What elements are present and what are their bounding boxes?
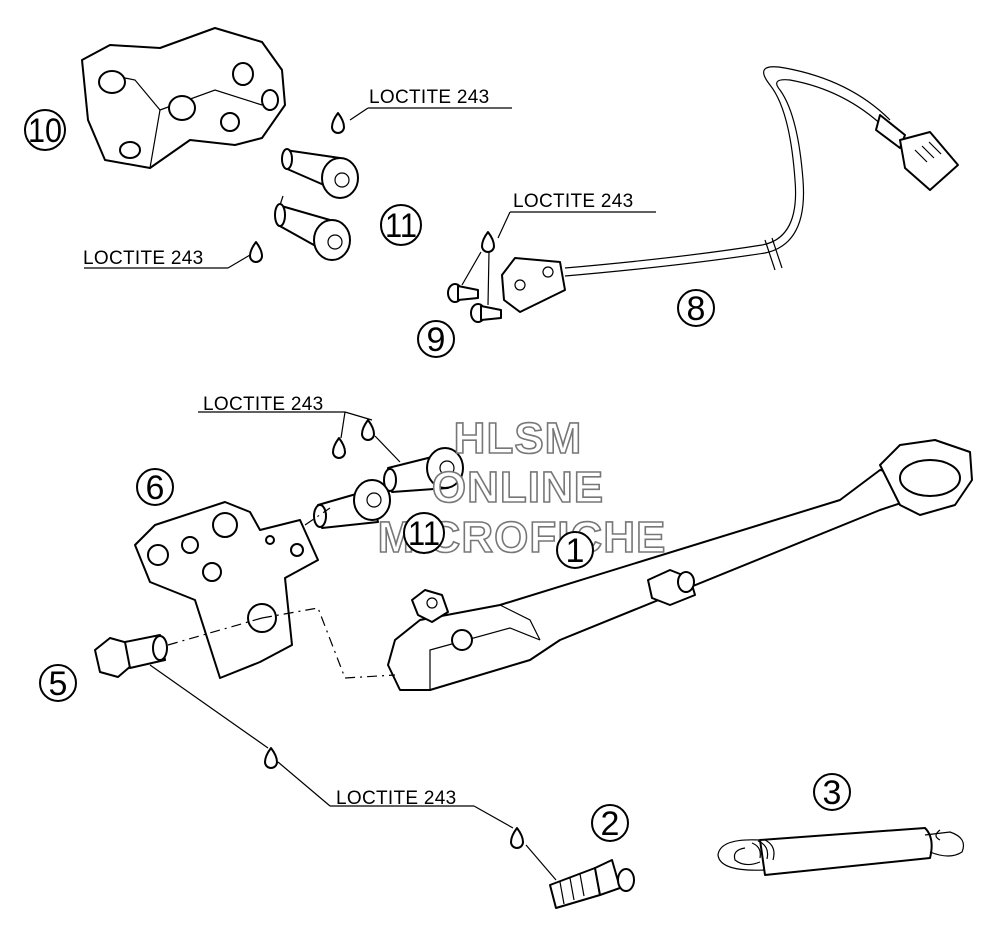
callouts: 1 2 3 5 6 8 9 10 bbox=[24, 109, 851, 843]
watermark-line-1: HLSM bbox=[454, 414, 583, 463]
loctite-label-2: LOCTITE 243 bbox=[83, 248, 204, 269]
part-8-switch bbox=[501, 66, 959, 313]
svg-text:8: 8 bbox=[687, 290, 706, 328]
part-11-bolts-middle bbox=[313, 447, 464, 529]
part-9-screws bbox=[447, 251, 502, 323]
part-3-spring bbox=[717, 827, 965, 876]
callout-9: 9 bbox=[417, 320, 455, 359]
loctite-label-3: LOCTITE 243 bbox=[513, 191, 634, 212]
part-5-pivot-bolt bbox=[94, 634, 168, 678]
svg-text:6: 6 bbox=[146, 469, 165, 507]
loctite-labels: LOCTITE 243 LOCTITE 243 LOCTITE 243 LOCT… bbox=[83, 87, 634, 809]
svg-text:1: 1 bbox=[566, 532, 585, 570]
callout-8: 8 bbox=[677, 289, 715, 328]
svg-text:2: 2 bbox=[601, 805, 620, 843]
svg-text:9: 9 bbox=[427, 321, 446, 359]
callout-10: 10 bbox=[24, 109, 66, 151]
svg-text:3: 3 bbox=[823, 774, 842, 812]
part-2-stop-screw bbox=[549, 859, 635, 909]
svg-text:10: 10 bbox=[28, 112, 62, 150]
callout-3: 3 bbox=[813, 773, 851, 812]
svg-text:11: 11 bbox=[408, 515, 440, 553]
leader-lines bbox=[84, 107, 656, 881]
callout-2: 2 bbox=[591, 804, 629, 843]
loctite-label-4: LOCTITE 243 bbox=[203, 394, 324, 415]
callout-1: 1 bbox=[556, 531, 594, 570]
watermark-line-2: ONLINE bbox=[432, 463, 604, 512]
loctite-drops bbox=[249, 112, 524, 849]
callout-11-top: 11 bbox=[380, 204, 422, 246]
loctite-label-5: LOCTITE 243 bbox=[336, 788, 457, 809]
part-1-side-stand bbox=[387, 439, 973, 691]
callout-6: 6 bbox=[136, 468, 174, 507]
part-11-bolts-top bbox=[274, 148, 359, 261]
callout-11-middle: 11 bbox=[403, 512, 445, 554]
svg-text:5: 5 bbox=[49, 665, 68, 703]
part-10-bracket bbox=[81, 27, 286, 169]
callout-5: 5 bbox=[39, 664, 77, 703]
svg-text:11: 11 bbox=[385, 207, 417, 245]
loctite-label-1: LOCTITE 243 bbox=[369, 87, 490, 108]
assembly-lines bbox=[167, 195, 396, 679]
